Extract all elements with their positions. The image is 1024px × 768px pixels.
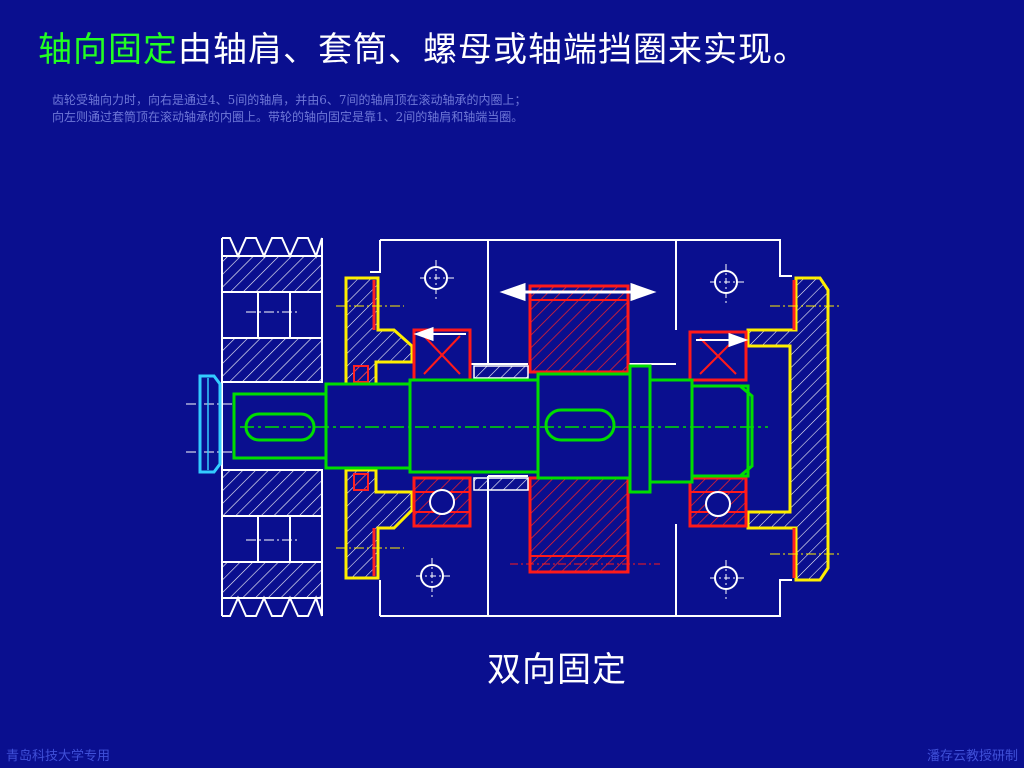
- pulley-bottom-web: [257, 515, 291, 563]
- pulley: [221, 237, 323, 617]
- pulley-top-grooves: [222, 237, 323, 259]
- note-line-2: 向左则通过套筒顶在滚动轴承的内圈上。带轮的轴向固定是靠1、2间的轴肩和轴端当圈。: [52, 110, 524, 124]
- left-seal-top: [353, 365, 369, 383]
- pulley-bottom-grooves: [222, 595, 323, 617]
- pulley-top-hub: [221, 337, 323, 383]
- diagram-caption: 双向固定: [487, 650, 627, 690]
- right-bearing: [688, 330, 748, 528]
- sleeve-bottom: [473, 477, 529, 491]
- note-line-1: 齿轮受轴向力时，向右是通过4、5间的轴肩，并由6、7间的轴肩顶在滚动轴承的内圈上…: [52, 93, 527, 107]
- shaft-end-plate: [198, 374, 222, 474]
- right-bearing-cover: [746, 276, 830, 582]
- left-bearing-cover: [344, 276, 414, 580]
- shaft: [232, 364, 754, 494]
- pulley-bottom-hub: [221, 469, 323, 517]
- gear: [528, 284, 630, 574]
- left-seal-bottom: [353, 473, 369, 491]
- explanation-note: 齿轮受轴向力时，向右是通过4、5间的轴肩，并由6、7间的轴肩顶在滚动轴承的内圈上…: [52, 92, 527, 126]
- title-highlight: 轴向固定: [38, 30, 178, 70]
- sleeve-top: [473, 365, 529, 379]
- axial-force-arrows: [413, 282, 749, 348]
- title-rest: 由轴肩、套筒、螺母或轴端挡圈来实现。: [178, 30, 808, 70]
- pulley-top-rim: [221, 255, 323, 293]
- footer-right: 潘存云教授研制: [926, 749, 1018, 764]
- footer-left: 青岛科技大学专用: [6, 749, 111, 764]
- right-bearing-ball: [705, 491, 731, 517]
- pulley-bottom-rim: [221, 561, 323, 599]
- left-bearing-ball: [429, 489, 455, 515]
- slide-title: 轴向固定由轴肩、套筒、螺母或轴端挡圈来实现。: [38, 22, 808, 71]
- pulley-top-web: [257, 291, 291, 339]
